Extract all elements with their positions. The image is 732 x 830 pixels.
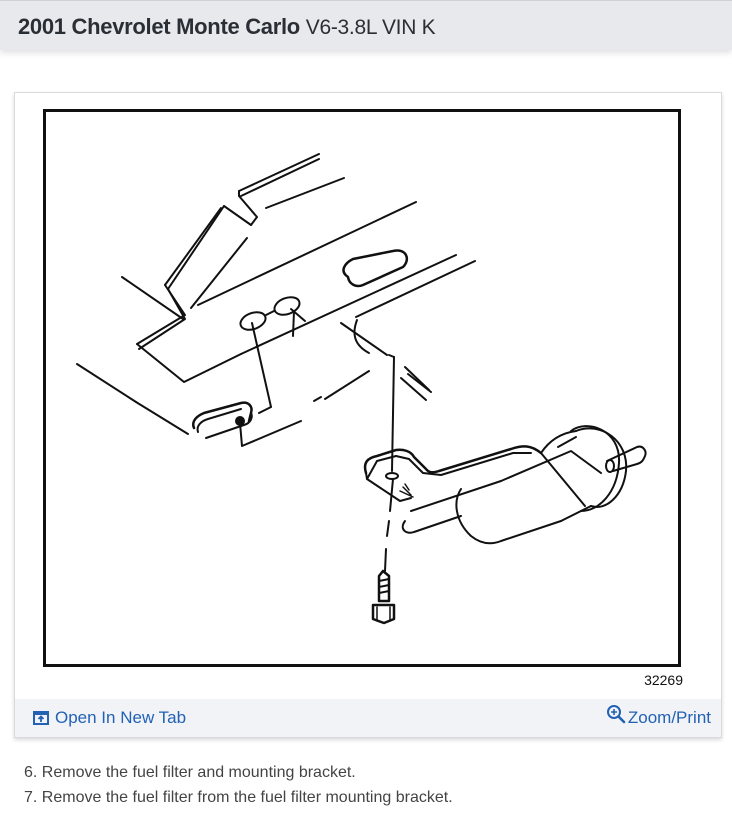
engine-subtitle: V6-3.8L VIN K (305, 16, 436, 39)
figure-card: 32269 Open In New Tab Zoom/Print (14, 92, 722, 738)
step-6: 6. Remove the fuel filter and mounting b… (24, 764, 356, 781)
page-title: 2001 Chevrolet Monte Carlo V6-3.8L VIN K (18, 14, 436, 40)
diagram-image (43, 109, 681, 667)
figure-number: 32269 (644, 672, 683, 688)
page-header: 2001 Chevrolet Monte Carlo V6-3.8L VIN K (0, 0, 732, 50)
zoom-print-link[interactable]: Zoom/Print (606, 704, 711, 728)
zoom-print-label: Zoom/Print (627, 708, 711, 727)
open-in-new-tab-icon (33, 711, 49, 725)
open-in-new-tab-link[interactable]: Open In New Tab (33, 708, 186, 728)
vehicle-title: 2001 Chevrolet Monte Carlo (18, 14, 300, 39)
step-7: 7. Remove the fuel filter from the fuel … (24, 789, 453, 806)
zoom-in-icon (606, 705, 626, 724)
instruction-steps: 6. Remove the fuel filter and mounting b… (24, 760, 453, 810)
card-footer: Open In New Tab Zoom/Print (15, 699, 721, 737)
open-in-new-tab-label: Open In New Tab (55, 708, 187, 727)
fuel-filter-drawing (76, 153, 647, 625)
